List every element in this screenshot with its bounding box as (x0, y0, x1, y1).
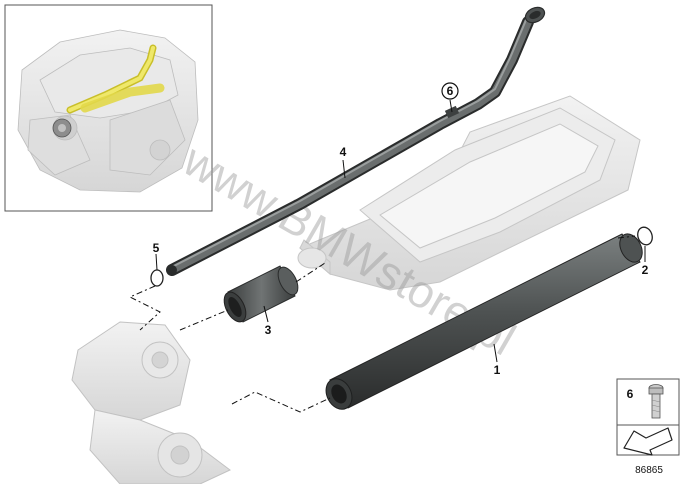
leader-lines (155, 99, 646, 363)
o-ring-part-2 (637, 226, 653, 246)
engine-ghost (17, 29, 199, 193)
legend-bolt-label: 6 (627, 387, 634, 401)
callout-6-circle (441, 82, 459, 100)
engine-overview-inset (4, 4, 213, 212)
o-ring-part-5 (150, 269, 164, 287)
callouts: 6 4 5 3 2 1 (153, 82, 649, 377)
legend-box: 6 (616, 378, 680, 456)
dipstick-tube (166, 6, 546, 276)
callout-4: 4 (340, 145, 347, 159)
assembly-lines (128, 235, 636, 413)
return-hose (325, 233, 643, 410)
diagram-number: 86865 (635, 465, 663, 476)
pump-ghost (52, 118, 72, 138)
callout-2: 2 (642, 263, 649, 277)
sleeve-part (223, 265, 299, 323)
callout-3: 3 (265, 323, 272, 337)
bolt-icon (648, 384, 664, 419)
callout-5: 5 (153, 241, 160, 255)
callout-1: 1 (494, 363, 501, 377)
callout-6: 6 (447, 84, 454, 98)
highlighted-pipe (66, 44, 165, 114)
direction-arrow-icon (623, 427, 673, 456)
oil-pan-ghost (297, 95, 641, 291)
oil-pump-ghost (71, 321, 231, 484)
